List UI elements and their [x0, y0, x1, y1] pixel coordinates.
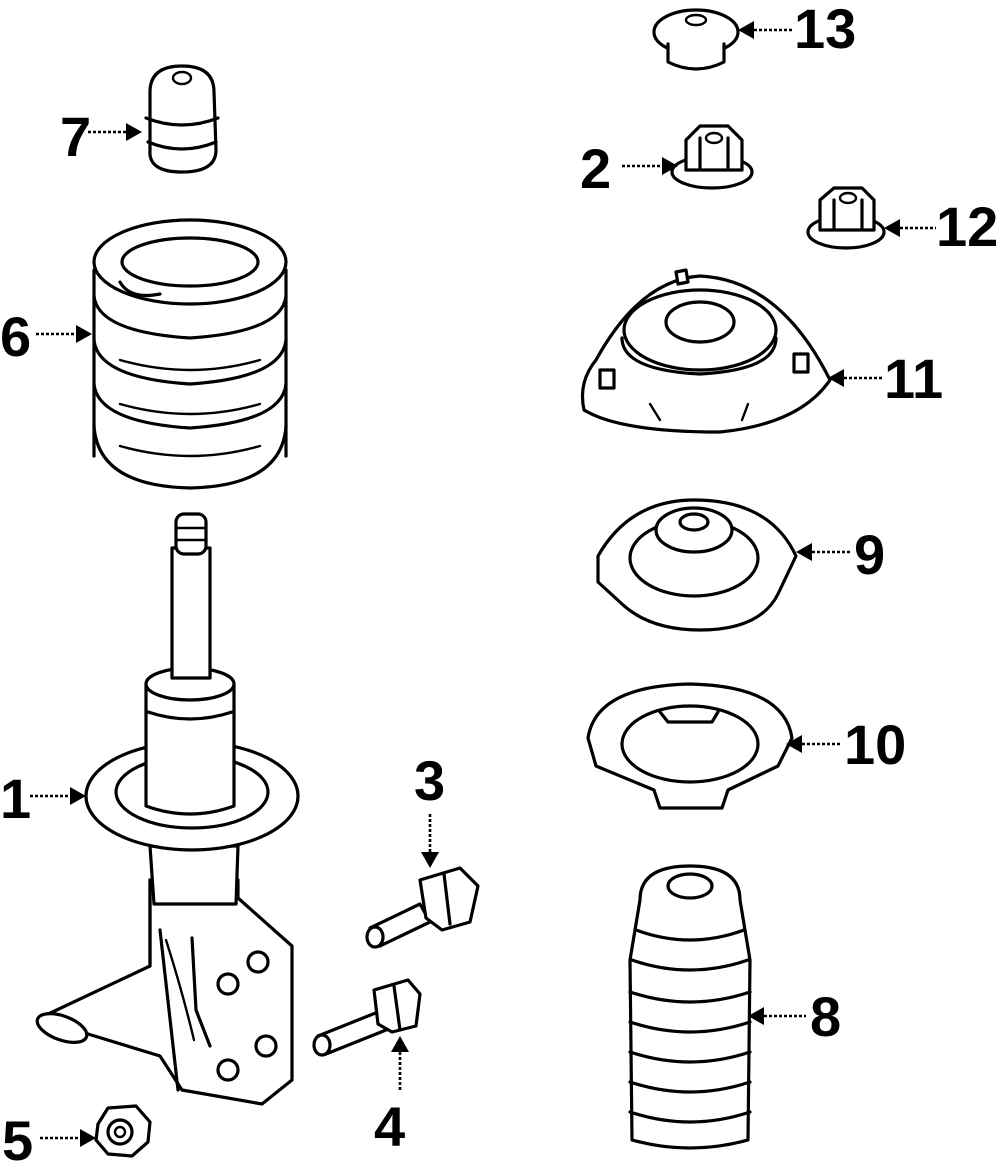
- callout-5: 5: [2, 1109, 96, 1172]
- part-6-coil-spring: [92, 218, 288, 490]
- part-8-dust-boot: [628, 864, 752, 1150]
- part-4-bolt: [312, 978, 422, 1057]
- part-13-cap: [652, 8, 740, 71]
- callout-12: 12: [884, 195, 998, 258]
- part-10-insulator: [586, 682, 794, 810]
- callout-4: 4: [374, 1036, 409, 1158]
- part-11-strut-mount: [580, 268, 832, 434]
- part-9-spring-seat: [596, 498, 798, 632]
- svg-text:6: 6: [0, 305, 31, 368]
- part-3-bolt: [365, 866, 480, 949]
- callout-9: 9: [796, 523, 885, 586]
- callout-13: 13: [738, 0, 856, 60]
- svg-text:11: 11: [884, 347, 943, 410]
- svg-text:12: 12: [936, 195, 998, 258]
- svg-text:5: 5: [2, 1109, 33, 1172]
- part-7-bump-stop: [144, 64, 220, 174]
- part-1-strut-assembly: [35, 512, 300, 1106]
- callout-8: 8: [748, 985, 841, 1048]
- callout-10: 10: [786, 713, 906, 776]
- part-12-flange-nut: [806, 186, 886, 250]
- svg-text:13: 13: [794, 0, 856, 60]
- svg-text:10: 10: [844, 713, 906, 776]
- callout-3: 3: [414, 749, 445, 868]
- svg-text:1: 1: [0, 767, 31, 830]
- svg-text:7: 7: [60, 105, 91, 168]
- svg-text:8: 8: [810, 985, 841, 1048]
- part-5-nut: [94, 1104, 152, 1158]
- svg-text:4: 4: [374, 1095, 405, 1158]
- callout-6: 6: [0, 305, 92, 368]
- svg-text:9: 9: [854, 523, 885, 586]
- svg-text:2: 2: [580, 137, 611, 200]
- callout-1: 1: [0, 767, 86, 830]
- callout-2: 2: [580, 137, 678, 200]
- part-2-flange-nut: [670, 124, 754, 190]
- callout-7: 7: [60, 105, 142, 168]
- svg-text:3: 3: [414, 749, 445, 812]
- callout-11: 11: [828, 347, 943, 410]
